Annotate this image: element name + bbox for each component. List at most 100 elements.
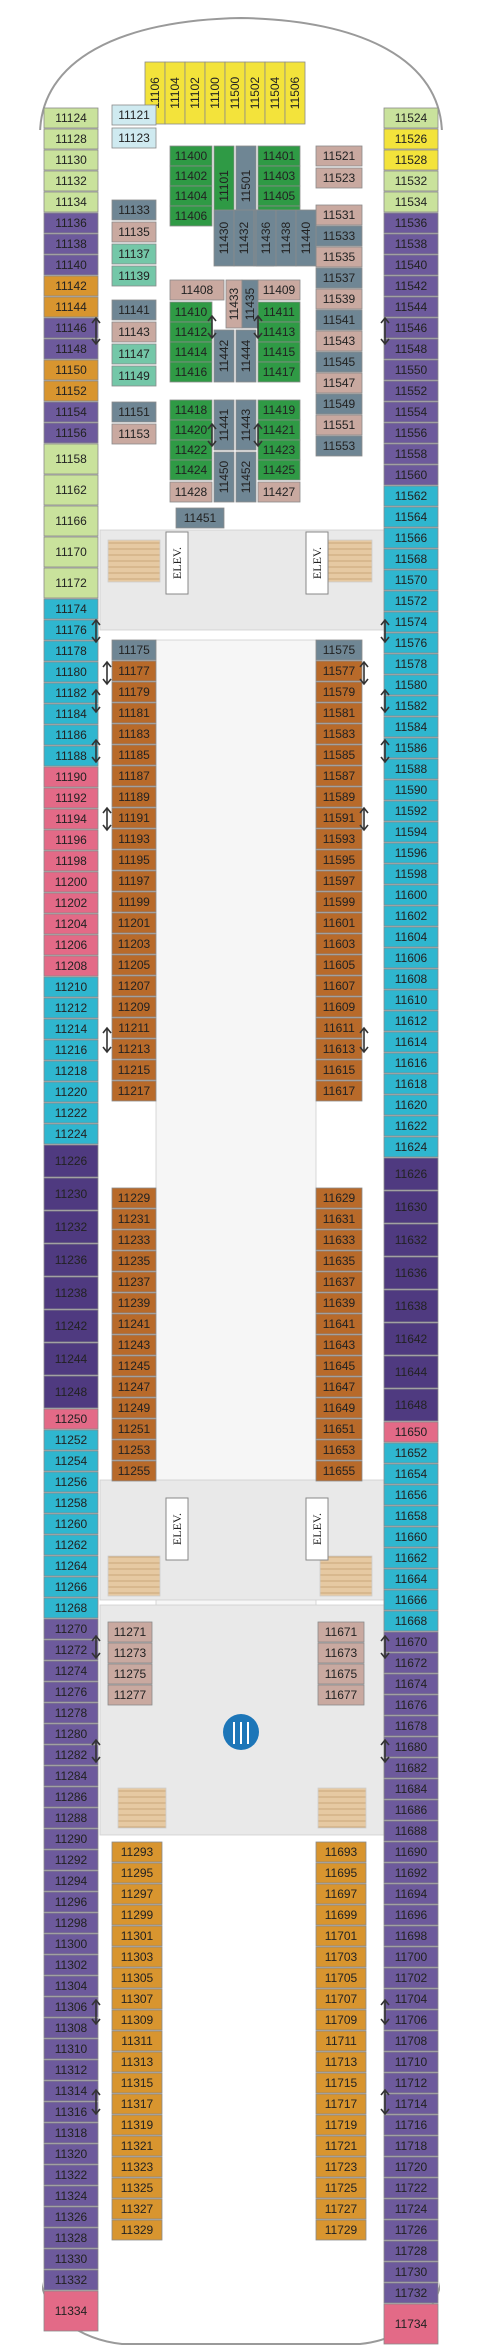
cabin-number: 11700 bbox=[395, 1950, 428, 1964]
cabin-box bbox=[315, 2009, 367, 2031]
connecting-door-icon bbox=[102, 1026, 112, 1054]
cabin-right-outer: 11548 bbox=[383, 338, 439, 360]
cabin-right-inner-fwd: 11549 bbox=[315, 393, 363, 415]
cabin-center: 11427 bbox=[257, 481, 301, 503]
symbols: ELEV.ELEV.ELEV.ELEV. bbox=[91, 314, 390, 2116]
cabin-number: 11597 bbox=[323, 874, 356, 888]
cabin-number: 11545 bbox=[323, 355, 356, 369]
cabin-box bbox=[317, 1621, 365, 1643]
cabin-right-aft: 11713 bbox=[315, 2051, 367, 2073]
arrow-head-up bbox=[253, 422, 263, 430]
cabin-box bbox=[111, 975, 157, 997]
cabin-right-aft: 11727 bbox=[315, 2198, 367, 2220]
connecting-door-icon bbox=[380, 618, 390, 644]
cabin-box bbox=[111, 1862, 163, 1884]
cabin-box bbox=[43, 1597, 99, 1619]
arrow-head-down bbox=[207, 332, 217, 340]
cabin-number: 11630 bbox=[395, 1200, 428, 1214]
arrow-head-down bbox=[253, 440, 263, 448]
arrow-head-down bbox=[380, 706, 390, 714]
cabin-right-outer: 11708 bbox=[383, 2030, 439, 2052]
arrow-head-up bbox=[91, 1998, 101, 2006]
cabin-right-inner-mid: 11613 bbox=[315, 1038, 363, 1060]
arrow-head-up bbox=[380, 738, 390, 746]
cabin-left-inner-mid: 11203 bbox=[111, 933, 157, 955]
cabin-left-aft: 11325 bbox=[111, 2177, 163, 2199]
cabin-right-outer: 11534 bbox=[383, 191, 439, 213]
cabin-number: 11274 bbox=[55, 1664, 88, 1678]
cabin-number: 11241 bbox=[118, 1317, 151, 1331]
cabin-center: 11451 bbox=[175, 507, 225, 529]
cabin-number: 11149 bbox=[118, 369, 150, 383]
cabin-box bbox=[111, 807, 157, 829]
cabin-left-outer: 11270 bbox=[43, 1618, 99, 1640]
cabin-box bbox=[111, 639, 157, 661]
cabin-number: 11729 bbox=[325, 2223, 358, 2237]
cabin-left-outer: 11190 bbox=[43, 766, 99, 788]
cabin-number: 11293 bbox=[121, 1845, 154, 1859]
cabin-left-outer: 11232 bbox=[43, 1210, 99, 1244]
connecting-door-icon bbox=[359, 806, 369, 832]
cabin-box bbox=[383, 1355, 439, 1389]
cabin-box bbox=[383, 1589, 439, 1611]
arrow-head-up bbox=[359, 806, 369, 814]
cabin-box bbox=[43, 2122, 99, 2144]
cabin-number: 11244 bbox=[55, 1352, 88, 1366]
cabin-box bbox=[43, 850, 99, 872]
cabin-box bbox=[43, 2206, 99, 2228]
cabin-box bbox=[43, 1954, 99, 1976]
cabin-small-block: 11275 bbox=[107, 1663, 153, 1685]
cabin-number: 11608 bbox=[395, 972, 428, 986]
cabin-number: 11424 bbox=[175, 463, 208, 477]
cabin-right-outer: 11710 bbox=[383, 2051, 439, 2073]
cabin-right-inner-mid: 11575 bbox=[315, 639, 363, 661]
cabin-box bbox=[383, 842, 439, 864]
cabin-box bbox=[315, 1925, 367, 1947]
arrow-head-up bbox=[207, 422, 217, 430]
cabin-right-inner-aft: 11643 bbox=[315, 1334, 363, 1356]
cabin-number: 11690 bbox=[395, 1845, 428, 1859]
cabin-number: 11714 bbox=[395, 2097, 428, 2111]
cabin-number: 11450 bbox=[217, 460, 231, 493]
cabin-box bbox=[43, 913, 99, 935]
cabin-box bbox=[383, 674, 439, 696]
cabin-box bbox=[43, 1744, 99, 1766]
cabin-number: 11632 bbox=[395, 1233, 428, 1247]
cabin-number: 11500 bbox=[228, 76, 242, 109]
cabin-right-outer: 11560 bbox=[383, 464, 439, 486]
cabin-box bbox=[383, 1484, 439, 1506]
cabin-number: 11682 bbox=[395, 1761, 428, 1775]
cabin-box bbox=[111, 1250, 157, 1272]
cabin-number: 11204 bbox=[55, 917, 88, 931]
cabin-box bbox=[111, 2219, 163, 2241]
cabin-box bbox=[111, 343, 157, 365]
cabin-number: 11649 bbox=[323, 1401, 356, 1415]
cabin-right-inner-mid: 11595 bbox=[315, 849, 363, 871]
cabin-left-outer: 11218 bbox=[43, 1060, 99, 1082]
cabin-number: 11605 bbox=[323, 958, 356, 972]
cabin-number: 11299 bbox=[121, 1908, 154, 1922]
cabin-left-outer: 11212 bbox=[43, 997, 99, 1019]
cabin-right-outer: 11568 bbox=[383, 548, 439, 570]
cabin-box bbox=[383, 212, 439, 234]
cabin-box bbox=[43, 1849, 99, 1871]
cabin-box bbox=[111, 954, 157, 976]
cabin-left-outer: 11314 bbox=[43, 2080, 99, 2102]
cabin-right-inner-aft: 11629 bbox=[315, 1187, 363, 1209]
cabin-right-outer: 11700 bbox=[383, 1946, 439, 1968]
cabin-number: 11670 bbox=[395, 1635, 428, 1649]
elevator-box bbox=[165, 1497, 189, 1561]
cabin-box bbox=[315, 1376, 363, 1398]
cabin-number: 11313 bbox=[121, 2055, 154, 2069]
cabin-right-outer: 11590 bbox=[383, 779, 439, 801]
cabin-number: 11548 bbox=[395, 342, 428, 356]
arrow-head-down bbox=[91, 2018, 101, 2026]
cabin-box bbox=[111, 1059, 157, 1081]
cabin-box bbox=[43, 1309, 99, 1343]
cabin-left-inner-aft: 11239 bbox=[111, 1292, 157, 1314]
cabin-left-outer: 11260 bbox=[43, 1513, 99, 1535]
cabin-number: 11276 bbox=[55, 1685, 88, 1699]
cabin-left-inner-mid: 11193 bbox=[111, 828, 157, 850]
cabin-left-outer: 11222 bbox=[43, 1102, 99, 1124]
cabin-right-aft: 11697 bbox=[315, 1883, 367, 1905]
